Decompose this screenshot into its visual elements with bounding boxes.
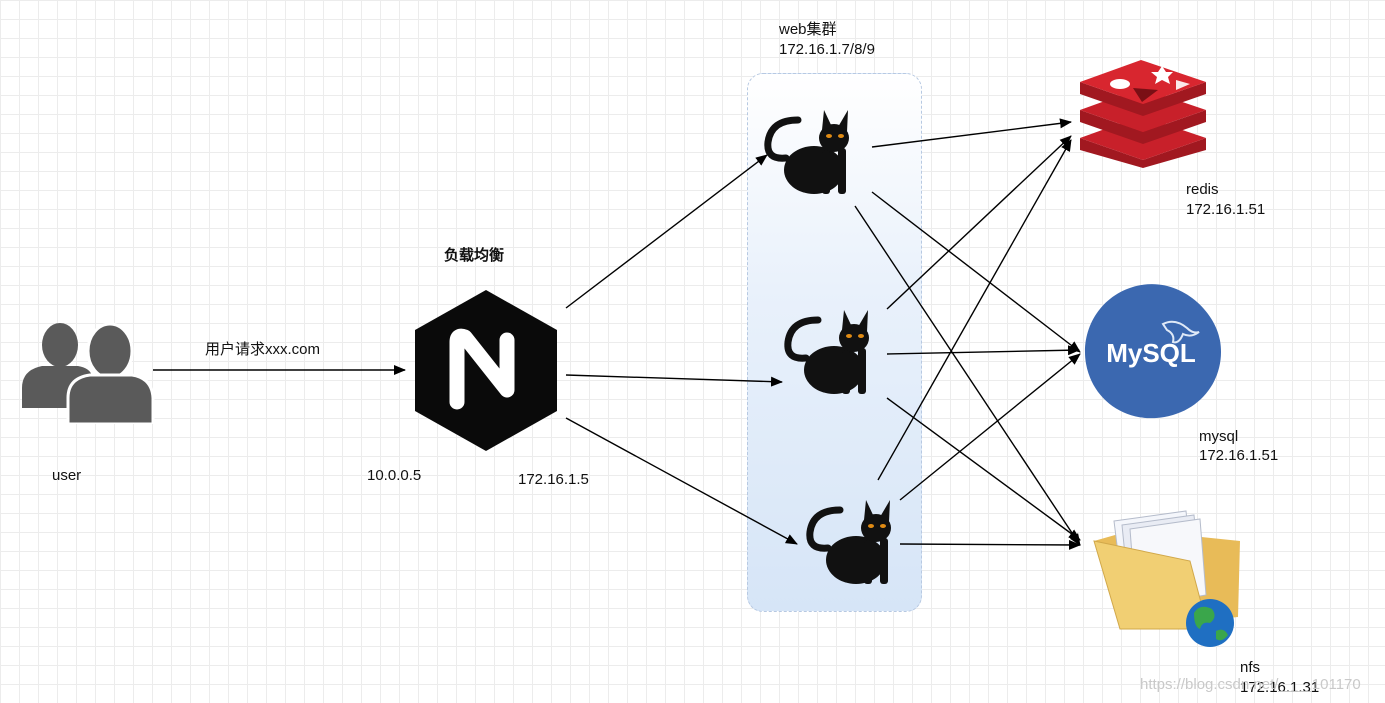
mysql-logo-text: MySQL: [1106, 338, 1196, 368]
load-balancer-title: 负载均衡: [444, 247, 505, 264]
arrow-lb-to-web3: [565, 417, 798, 545]
mysql-ip: 172.16.1.51: [1199, 447, 1279, 464]
arrow-web1-to-mysql: [871, 191, 1081, 353]
watermark: https://blog.csdn.net/____101170: [1140, 676, 1361, 693]
arrow-web3-to-nfs: [899, 539, 1081, 550]
user-label: user: [52, 467, 82, 484]
black-cat-icon: [764, 110, 849, 194]
black-cat-icon: [784, 310, 869, 394]
arrow-web1-to-nfs: [854, 205, 1081, 546]
arrow-web3-to-mysql: [899, 353, 1081, 501]
arrow-web2-to-mysql: [886, 345, 1080, 356]
arrow-lb-to-web2: [565, 374, 783, 387]
lb-ip-outer: 10.0.0.5: [367, 467, 422, 484]
redis-label: redis: [1186, 181, 1219, 198]
users-icon: [22, 322, 155, 424]
arrow-web3-to-redis: [877, 139, 1072, 481]
mysql-icon: MySQL: [1085, 284, 1221, 419]
arrow-web1-to-redis: [871, 118, 1072, 148]
web-cluster-ips: 172.16.1.7/8/9: [779, 41, 875, 58]
arrow-lb-to-web1: [565, 154, 768, 309]
nfs-label: nfs: [1240, 659, 1261, 676]
nfs-ip: 172.16.1.31: [1240, 679, 1320, 696]
folder-globe-icon: [1093, 510, 1240, 647]
redis-icon: [1080, 60, 1206, 168]
mysql-label: mysql: [1199, 428, 1239, 445]
web-cluster-title: web集群: [779, 21, 837, 38]
nginx-icon: [415, 290, 557, 451]
redis-ip: 172.16.1.51: [1186, 201, 1266, 218]
request-label: 用户请求xxx.com: [205, 341, 321, 358]
lb-ip-inner: 172.16.1.5: [518, 471, 589, 488]
arrow-web2-to-nfs: [886, 397, 1081, 541]
black-cat-icon: [806, 500, 891, 584]
arrow-web2-to-redis: [886, 135, 1072, 310]
